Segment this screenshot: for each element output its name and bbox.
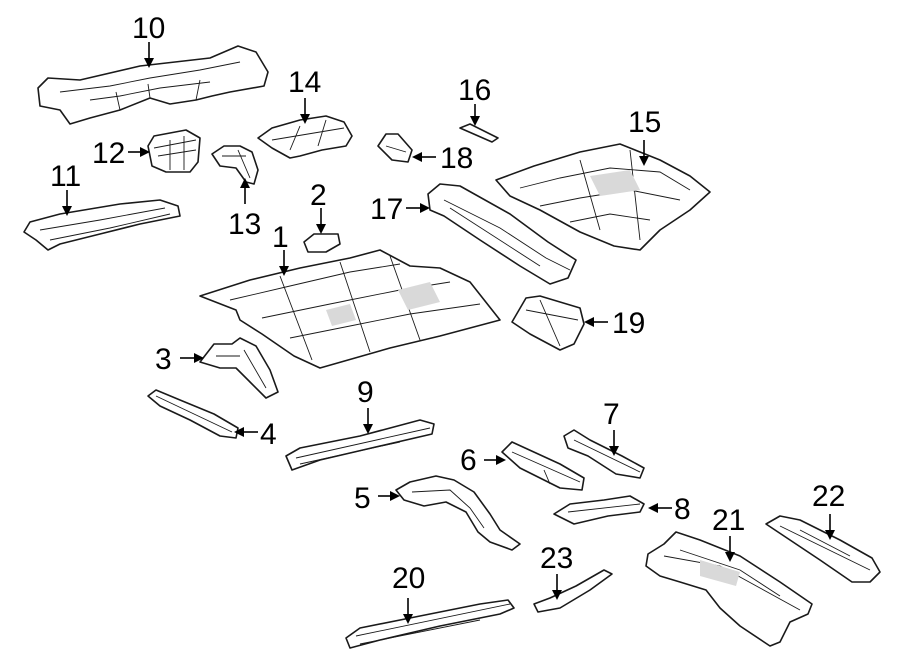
- callout-20: 20: [392, 562, 425, 624]
- callout-14: 14: [288, 66, 321, 124]
- part-2-patch[interactable]: [303, 233, 341, 253]
- callout-label-4: 4: [260, 418, 277, 451]
- callout-18: 18: [412, 142, 473, 175]
- callout-3: 3: [155, 343, 204, 376]
- callout-label-8: 8: [674, 493, 691, 526]
- part-17-side-rail[interactable]: [427, 183, 577, 285]
- callout-label-3: 3: [155, 343, 172, 376]
- callout-8: 8: [648, 493, 691, 526]
- callout-16: 16: [458, 74, 491, 126]
- callout-label-18: 18: [440, 142, 473, 175]
- part-10-floor-insulator[interactable]: [37, 45, 269, 125]
- callout-12: 12: [92, 137, 150, 170]
- callout-label-22: 22: [812, 480, 845, 513]
- callout-22: 22: [812, 480, 845, 540]
- part-5-extension[interactable]: [395, 475, 521, 551]
- callout-label-7: 7: [603, 398, 620, 431]
- part-19-panel[interactable]: [511, 295, 585, 351]
- callout-label-20: 20: [392, 562, 425, 595]
- part-18-block[interactable]: [377, 133, 413, 163]
- part-15-rear-floor-pan[interactable]: [495, 143, 711, 251]
- callout-15: 15: [628, 106, 661, 166]
- part-20-side-sill[interactable]: [345, 599, 515, 649]
- callout-9: 9: [357, 376, 374, 434]
- part-7-bracket-rail[interactable]: [563, 429, 645, 479]
- part-11-floor-side-member[interactable]: [23, 199, 181, 251]
- callout-label-1: 1: [272, 221, 289, 254]
- part-1-front-floor-pan[interactable]: [199, 249, 501, 369]
- part-8-crossmember[interactable]: [553, 495, 645, 525]
- part-23-small-rail[interactable]: [533, 569, 613, 613]
- part-12-bracket[interactable]: [147, 129, 201, 173]
- callout-label-15: 15: [628, 106, 661, 139]
- callout-label-11: 11: [50, 160, 81, 193]
- callout-label-13: 13: [228, 208, 261, 241]
- callout-label-10: 10: [132, 12, 165, 45]
- callout-5: 5: [354, 482, 400, 515]
- callout-label-23: 23: [540, 542, 573, 575]
- callout-10: 10: [132, 12, 165, 68]
- callout-7: 7: [603, 398, 620, 456]
- callout-label-9: 9: [357, 376, 374, 409]
- callout-label-14: 14: [288, 66, 321, 99]
- callout-label-16: 16: [458, 74, 491, 107]
- part-6-brace[interactable]: [501, 441, 585, 491]
- part-13-small-bracket[interactable]: [211, 145, 259, 185]
- callout-11: 11: [50, 160, 81, 216]
- callout-label-6: 6: [460, 444, 477, 477]
- part-9-sill[interactable]: [285, 419, 435, 471]
- part-3-reinforcement[interactable]: [199, 337, 279, 399]
- callout-label-5: 5: [354, 482, 371, 515]
- callout-19: 19: [584, 307, 645, 340]
- callout-2: 2: [310, 179, 327, 234]
- callout-23: 23: [540, 542, 573, 600]
- callout-4: 4: [234, 418, 277, 451]
- callout-label-17: 17: [370, 193, 403, 226]
- callout-6: 6: [460, 444, 506, 477]
- callout-label-12: 12: [92, 137, 125, 170]
- part-14-cross-member[interactable]: [257, 115, 353, 159]
- part-21-floor-side-member[interactable]: [645, 531, 813, 647]
- callout-17: 17: [370, 193, 430, 226]
- callout-label-19: 19: [612, 307, 645, 340]
- callout-21: 21: [712, 504, 745, 562]
- part-22-rear-rail[interactable]: [765, 515, 881, 583]
- callout-1: 1: [272, 221, 289, 276]
- callout-label-2: 2: [310, 179, 327, 212]
- part-16-strip[interactable]: [459, 123, 499, 143]
- part-4-rocker[interactable]: [147, 389, 239, 439]
- callout-13: 13: [228, 178, 261, 241]
- callout-label-21: 21: [712, 504, 745, 537]
